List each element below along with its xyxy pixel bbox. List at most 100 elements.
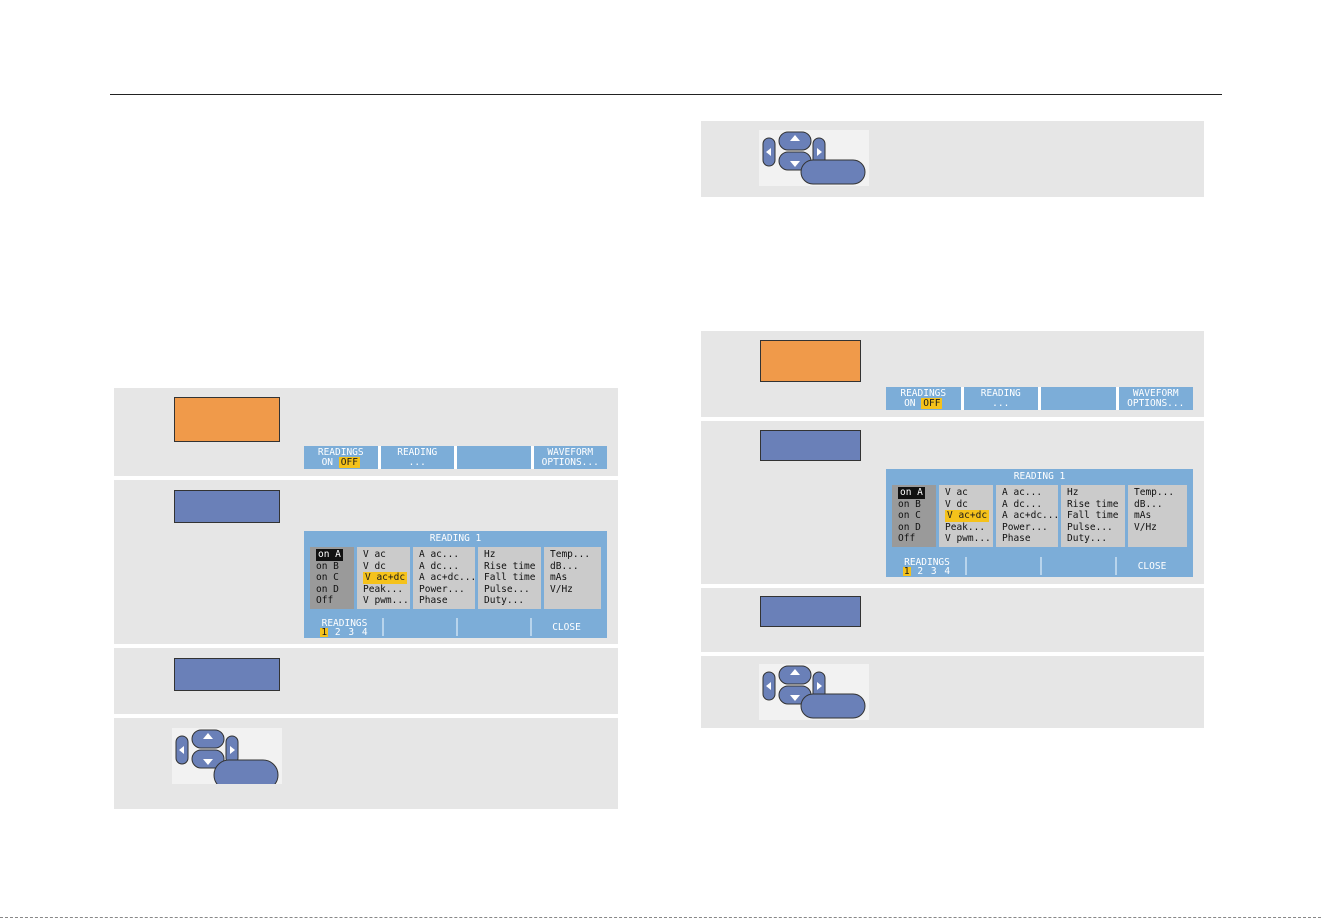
opt-pulse[interactable]: Pulse...: [484, 583, 530, 595]
reading-number-3: 3: [348, 627, 355, 638]
arrow-keypad-icon[interactable]: [172, 728, 282, 784]
softkey-menu-bar: READINGS ON OFF READING ... WAVEFORM OPT…: [886, 387, 1193, 410]
source-off[interactable]: Off: [898, 533, 916, 544]
current-column: A ac... A dc... A ac+dc... Power... Phas…: [996, 485, 1060, 547]
opt-db[interactable]: dB...: [1134, 498, 1163, 510]
readings-on-off-softkey[interactable]: READINGS ON OFF: [886, 387, 961, 410]
reading-number-1: 1: [320, 627, 329, 638]
softkey-menu-bar: READINGS ON OFF READING ... WAVEFORM OPT…: [304, 446, 607, 469]
off-label: OFF: [921, 398, 943, 409]
arrow-keypad-icon[interactable]: [759, 664, 869, 720]
opt-a-ac-dc[interactable]: A ac+dc...: [1002, 510, 1060, 521]
reading-softkey-button[interactable]: [174, 490, 280, 523]
current-column: A ac... A dc... A ac+dc... Power... Phas…: [413, 547, 477, 609]
opt-fall-time[interactable]: Fall time: [484, 572, 536, 583]
waveform-options-softkey[interactable]: WAVEFORM OPTIONS...: [1118, 387, 1193, 410]
reading-menu-grid: on A on B on C on D Off V ac V dc V ac+d…: [310, 547, 601, 609]
opt-mas[interactable]: mAs: [1134, 510, 1152, 521]
source-on-b[interactable]: on B: [316, 560, 339, 572]
footer-rule: [0, 917, 1321, 918]
source-on-a[interactable]: on A: [898, 487, 925, 499]
opt-duty[interactable]: Duty...: [484, 595, 525, 606]
left-step-2: READING 1 on A on B on C on D Off V ac V…: [114, 480, 618, 644]
reading-number-3: 3: [930, 566, 937, 577]
opt-v-pwm[interactable]: V pwm...: [363, 595, 409, 606]
opt-v-ac[interactable]: V ac: [945, 487, 968, 498]
right-step-keypad-top: [701, 121, 1204, 197]
close-softkey[interactable]: CLOSE: [1115, 557, 1187, 575]
arrow-keypad-icon[interactable]: [759, 130, 869, 186]
source-on-a[interactable]: on A: [316, 549, 343, 561]
scope-function-key[interactable]: [174, 397, 280, 442]
source-on-d[interactable]: on D: [316, 583, 339, 595]
readings-label: READINGS: [904, 557, 950, 568]
enter-key-icon: [800, 693, 866, 719]
softkey-button[interactable]: [760, 596, 861, 627]
opt-v-ac-dc[interactable]: V ac+dc: [945, 510, 990, 522]
source-on-c[interactable]: on C: [898, 510, 921, 521]
reading-number-4: 4: [944, 566, 951, 577]
right-step-4: [701, 656, 1204, 728]
opt-v-ac-dc[interactable]: V ac+dc: [363, 572, 408, 584]
close-label: CLOSE: [552, 622, 581, 633]
opt-v-pwm[interactable]: V pwm...: [945, 533, 991, 544]
readings-number-softkey[interactable]: READINGS 1 2 3 4: [310, 618, 379, 638]
opt-db[interactable]: dB...: [550, 560, 579, 572]
opt-phase[interactable]: Phase: [1002, 533, 1031, 544]
reading-dots: ...: [992, 398, 1010, 409]
reading-menu: READING 1 on A on B on C on D Off V ac V…: [886, 469, 1193, 577]
opt-temp[interactable]: Temp...: [1134, 487, 1175, 498]
reading-menu-title: READING 1: [1013, 471, 1066, 482]
opt-mas[interactable]: mAs: [550, 572, 568, 583]
opt-v-dc[interactable]: V dc: [363, 560, 386, 572]
empty-softkey: [1041, 387, 1116, 410]
opt-pulse[interactable]: Pulse...: [1067, 521, 1113, 533]
opt-v-dc[interactable]: V dc: [945, 498, 968, 510]
reading-menu-grid: on A on B on C on D Off V ac V dc V ac+d…: [892, 485, 1187, 547]
opt-phase[interactable]: Phase: [419, 595, 448, 606]
empty-softkey: [382, 618, 453, 636]
opt-power[interactable]: Power...: [1002, 521, 1048, 533]
opt-duty[interactable]: Duty...: [1067, 533, 1108, 544]
opt-a-dc[interactable]: A dc...: [419, 560, 460, 572]
waveform-label: WAVEFORM: [1132, 388, 1179, 399]
source-on-b[interactable]: on B: [898, 498, 921, 510]
source-column: on A on B on C on D Off: [892, 485, 936, 547]
scope-function-key[interactable]: [760, 340, 861, 382]
reading-softkey[interactable]: READING ...: [380, 446, 454, 469]
waveform-options-softkey[interactable]: WAVEFORM OPTIONS...: [533, 446, 607, 469]
on-label: ON: [321, 457, 334, 468]
reading-softkey[interactable]: READING ...: [963, 387, 1038, 410]
readings-number-softkey[interactable]: READINGS 1 2 3 4: [892, 557, 962, 577]
reading-softkey-button[interactable]: [760, 430, 861, 461]
opt-a-ac[interactable]: A ac...: [1002, 487, 1043, 498]
opt-peak[interactable]: Peak...: [363, 583, 404, 595]
opt-a-dc[interactable]: A dc...: [1002, 498, 1043, 510]
reading-dots: ...: [408, 457, 426, 468]
readings-on-off-softkey[interactable]: READINGS ON OFF: [304, 446, 378, 469]
source-column: on A on B on C on D Off: [310, 547, 354, 609]
opt-power[interactable]: Power...: [419, 583, 465, 595]
close-softkey[interactable]: CLOSE: [530, 618, 601, 636]
opt-a-ac-dc[interactable]: A ac+dc...: [419, 572, 477, 583]
opt-v-hz[interactable]: V/Hz: [550, 583, 573, 595]
reading-number-2: 2: [917, 566, 924, 577]
right-step-1: READINGS ON OFF READING ... WAVEFORM OPT…: [701, 331, 1204, 417]
source-on-c[interactable]: on C: [316, 572, 339, 583]
opt-rise-time[interactable]: Rise time: [484, 560, 536, 572]
opt-fall-time[interactable]: Fall time: [1067, 510, 1119, 521]
opt-v-hz[interactable]: V/Hz: [1134, 521, 1157, 533]
opt-a-ac[interactable]: A ac...: [419, 549, 460, 560]
softkey-button[interactable]: [174, 658, 280, 691]
source-on-d[interactable]: on D: [898, 521, 921, 533]
reading-menu-softkeys: READINGS 1 2 3 4 CLOSE: [310, 618, 601, 638]
opt-v-ac[interactable]: V ac: [363, 549, 386, 560]
opt-peak[interactable]: Peak...: [945, 521, 986, 533]
opt-temp[interactable]: Temp...: [550, 549, 591, 560]
opt-hz[interactable]: Hz: [1067, 487, 1079, 498]
empty-softkey: [965, 557, 1037, 575]
source-off[interactable]: Off: [316, 595, 334, 606]
header-rule: [110, 94, 1222, 95]
opt-hz[interactable]: Hz: [484, 549, 496, 560]
opt-rise-time[interactable]: Rise time: [1067, 498, 1119, 510]
